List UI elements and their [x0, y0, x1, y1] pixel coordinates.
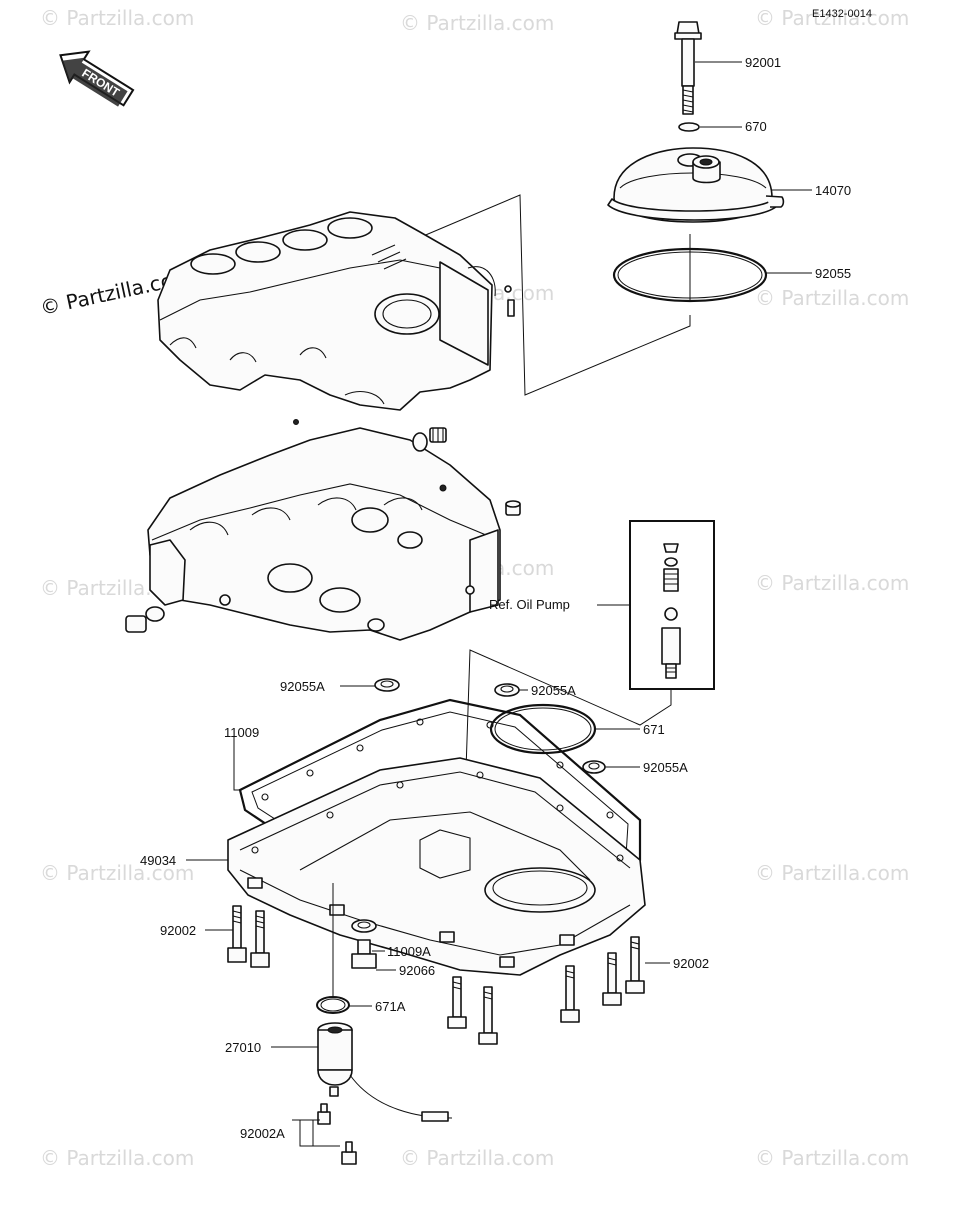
- bolt-92001: [674, 21, 702, 115]
- oil-pan-49034: [227, 757, 646, 976]
- front-arrow-icon: FRONT: [59, 50, 135, 107]
- oil-plug-upper: [412, 427, 447, 452]
- oil-pump-reference: [629, 520, 715, 690]
- o-ring-92055A-left: [374, 678, 400, 692]
- watermark: © Partzilla.com: [40, 861, 194, 885]
- lower-crankcase: [147, 419, 501, 641]
- watermark: © Partzilla.com: [400, 1146, 554, 1170]
- washer-670: [678, 122, 700, 132]
- watermark: © Partzilla.com: [400, 11, 554, 35]
- filter-cover-14070: [607, 147, 785, 223]
- oil-pressure-switch-27010: [317, 1022, 453, 1122]
- bolt-92002-under-a: [447, 976, 467, 1029]
- o-ring-92055A-right: [582, 760, 606, 774]
- drain-plug-92066: [351, 919, 377, 969]
- callout-92001: 92001: [745, 55, 781, 70]
- watermarks: © Partzilla.com © Partzilla.com © Partzi…: [40, 6, 909, 1170]
- oil-plug-right: [505, 500, 521, 516]
- callout-11009: 11009: [224, 725, 259, 740]
- o-ring-671A: [316, 996, 350, 1014]
- watermark: © Partzilla.com: [755, 1146, 909, 1170]
- bolt-92002-left-b: [250, 910, 270, 968]
- callout-27010: 27010: [225, 1040, 261, 1055]
- oil-plug-left: [125, 606, 165, 633]
- watermark: © Partzilla.com: [755, 571, 909, 595]
- bolt-92002-under-d: [602, 952, 622, 1006]
- callout-671: 671: [643, 722, 665, 737]
- callout-92002A: 92002A: [240, 1126, 285, 1141]
- o-ring-671: [489, 703, 597, 755]
- watermark: © Partzilla.com: [755, 6, 909, 30]
- callout-11009A: 11009A: [387, 944, 431, 959]
- diagram-code: E1432-0014: [812, 8, 872, 20]
- watermark: © Partzilla.com: [755, 286, 909, 310]
- watermark: © Partzilla.com: [755, 861, 909, 885]
- callout-14070: 14070: [815, 183, 851, 198]
- watermark: © Partzilla.com: [40, 6, 194, 30]
- bolt-92002-under-e: [625, 936, 645, 994]
- callout-49034: 49034: [140, 853, 176, 868]
- callout-92055A-left: 92055A: [280, 679, 325, 694]
- upper-crankcase: [157, 211, 515, 411]
- callout-leaders: [186, 61, 812, 1048]
- bolt-92002-under-b: [478, 986, 498, 1045]
- callout-670: 670: [745, 119, 767, 134]
- callout-671A: 671A: [375, 999, 406, 1014]
- o-ring-92055A-mid: [494, 683, 520, 697]
- bolt-92002-left-a: [227, 905, 247, 963]
- callout-92002-right: 92002: [673, 956, 709, 971]
- screw-92002A-a: [317, 1103, 331, 1125]
- callout-92055: 92055: [815, 266, 851, 281]
- screw-92002A-b: [341, 1141, 357, 1165]
- callout-92002-left: 92002: [160, 923, 196, 938]
- callout-92066: 92066: [399, 963, 435, 978]
- callout-92055A-mid: 92055A: [531, 683, 576, 698]
- ref-oil-pump-label: Ref. Oil Pump: [489, 597, 570, 612]
- bolt-92002-under-c: [560, 965, 580, 1023]
- callout-92055A-right: 92055A: [643, 760, 688, 775]
- watermark: © Partzilla.com: [40, 1146, 194, 1170]
